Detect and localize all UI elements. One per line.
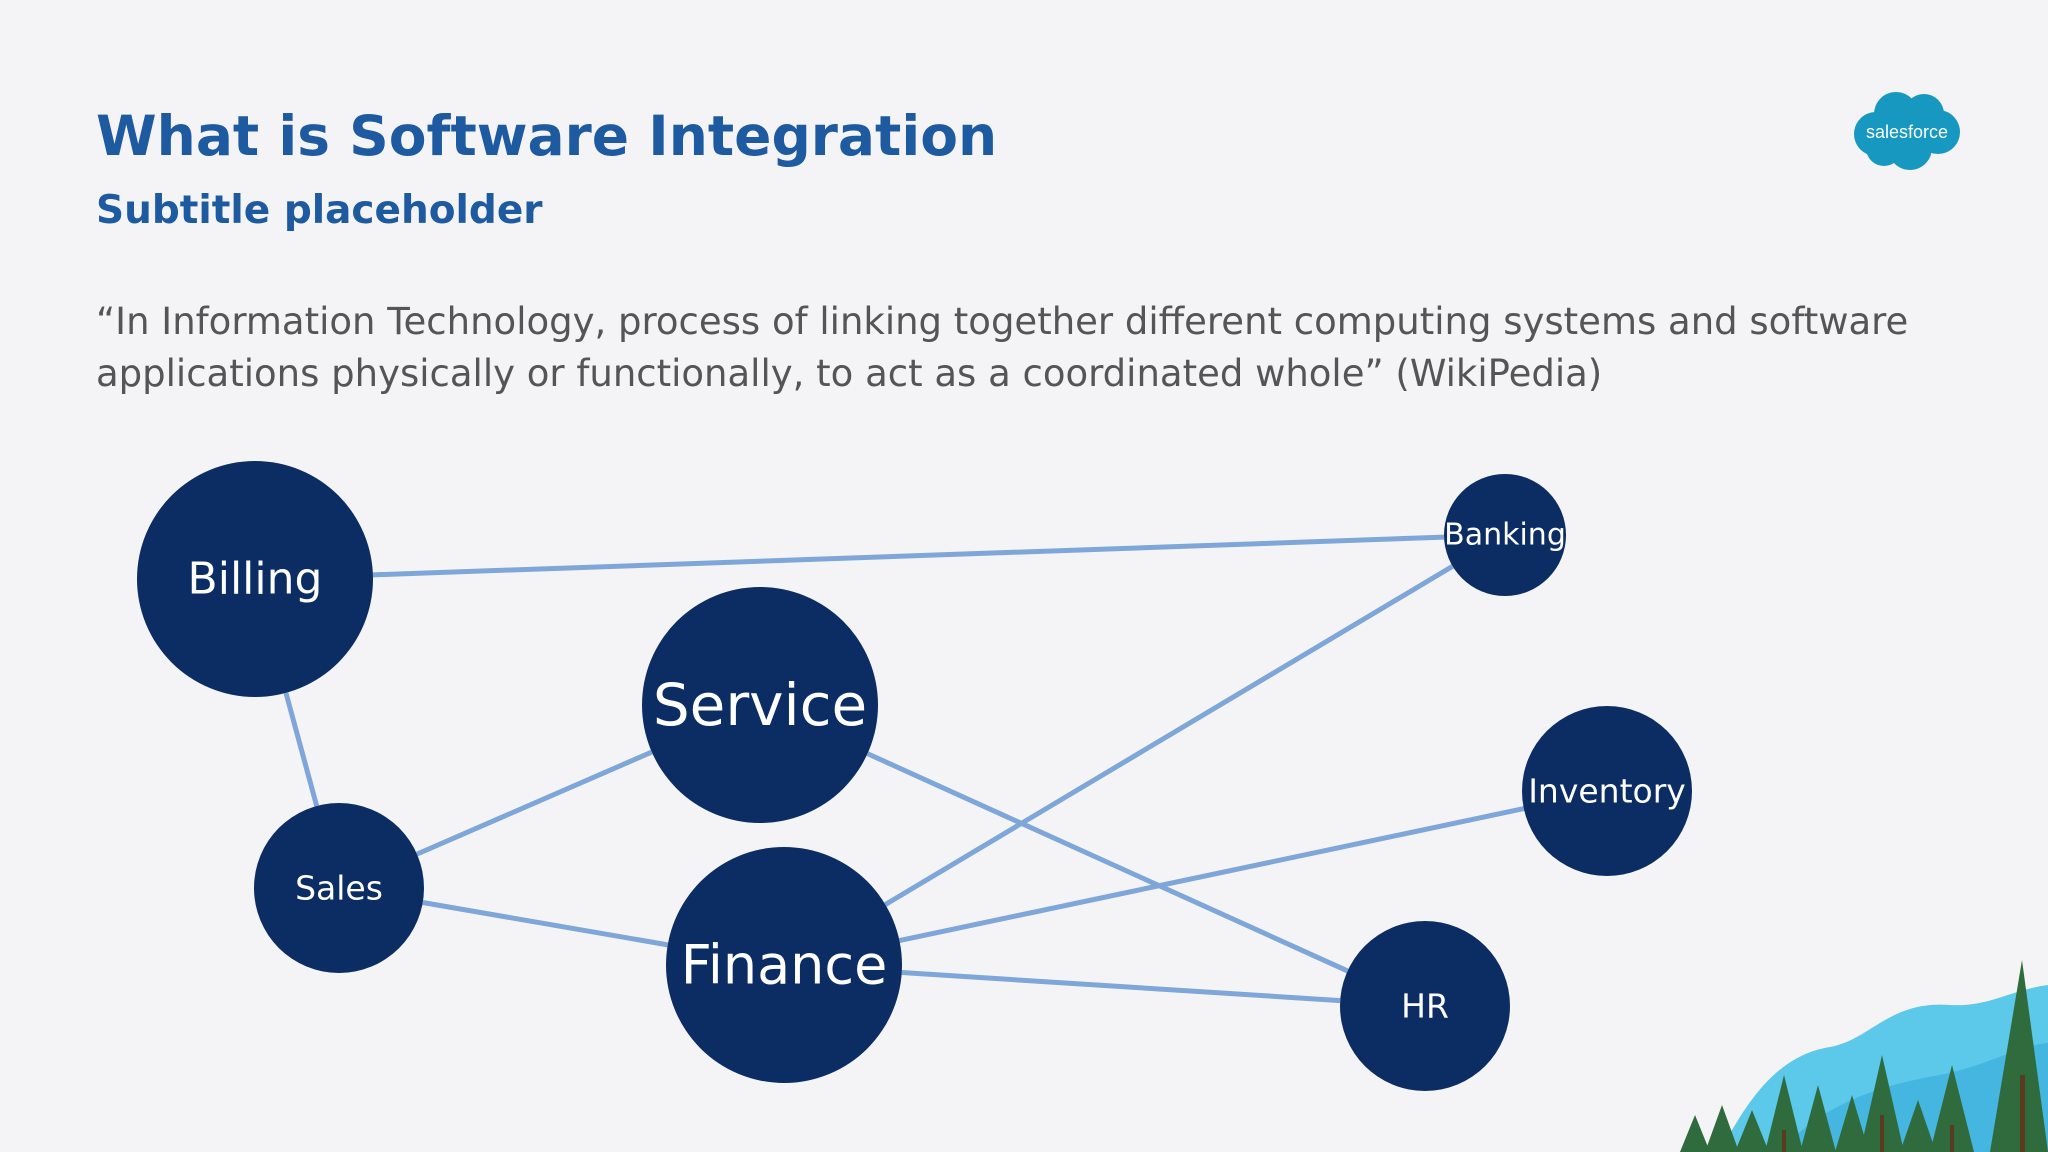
node-circle (137, 461, 373, 697)
tree-icon (1680, 1115, 1710, 1152)
tree-icon (1765, 1075, 1803, 1152)
node-circle (1444, 474, 1566, 596)
node-label: Banking (1444, 518, 1566, 553)
node-label: HR (1401, 987, 1449, 1026)
tree-icon (1705, 1105, 1739, 1152)
tree-icon (1800, 1085, 1836, 1152)
node-sales: Sales (254, 803, 424, 973)
node-circle (254, 803, 424, 973)
node-billing: Billing (137, 461, 373, 697)
tree-icon (1835, 1095, 1869, 1152)
node-label: Inventory (1528, 772, 1686, 811)
edge-service-hr (866, 751, 1349, 974)
node-banking: Banking (1444, 474, 1566, 596)
edge-finance-hr (901, 970, 1341, 1004)
salesforce-logo: salesforce (1854, 92, 1960, 170)
node-label: Finance (681, 934, 888, 997)
tree-icon (1900, 1100, 1936, 1152)
forest-illustration (1680, 960, 2048, 1152)
edge-billing-sales (283, 692, 320, 807)
node-label: Billing (188, 554, 323, 605)
node-circle (666, 847, 902, 1083)
quote-line-1: “In Information Technology, process of l… (96, 300, 1909, 343)
quote-line-2: applications physically or functionally,… (96, 352, 1603, 395)
node-finance: Finance (666, 847, 902, 1083)
edge-finance-inventory (898, 806, 1525, 944)
nodes-group: Billing BankingServiceInventorySalesFinan… (137, 461, 1692, 1091)
node-hr: HR (1340, 921, 1510, 1091)
edge-sales-service (415, 749, 653, 857)
slide-subtitle: Subtitle placeholder (96, 188, 543, 233)
node-inventory: Inventory (1522, 706, 1692, 876)
tree-icon (1930, 1065, 1974, 1152)
node-label: Service (653, 671, 867, 739)
edge-sales-finance (422, 900, 669, 948)
node-label: Sales (295, 869, 383, 908)
node-circle (1340, 921, 1510, 1091)
logo-text: salesforce (1866, 122, 1948, 142)
definition-quote: “In Information Technology, process of l… (96, 296, 1916, 400)
slide-title: What is Software Integration (96, 104, 998, 168)
tree-icon (1735, 1110, 1769, 1152)
tree-icon (1990, 960, 2048, 1152)
tree-icon (1860, 1055, 1904, 1152)
node-circle (642, 587, 878, 823)
node-service: Service (642, 587, 878, 823)
edge-billing-banking (372, 534, 1445, 578)
node-circle (1522, 706, 1692, 876)
edge-finance-banking (884, 564, 1454, 907)
edges-group (283, 534, 1525, 1004)
